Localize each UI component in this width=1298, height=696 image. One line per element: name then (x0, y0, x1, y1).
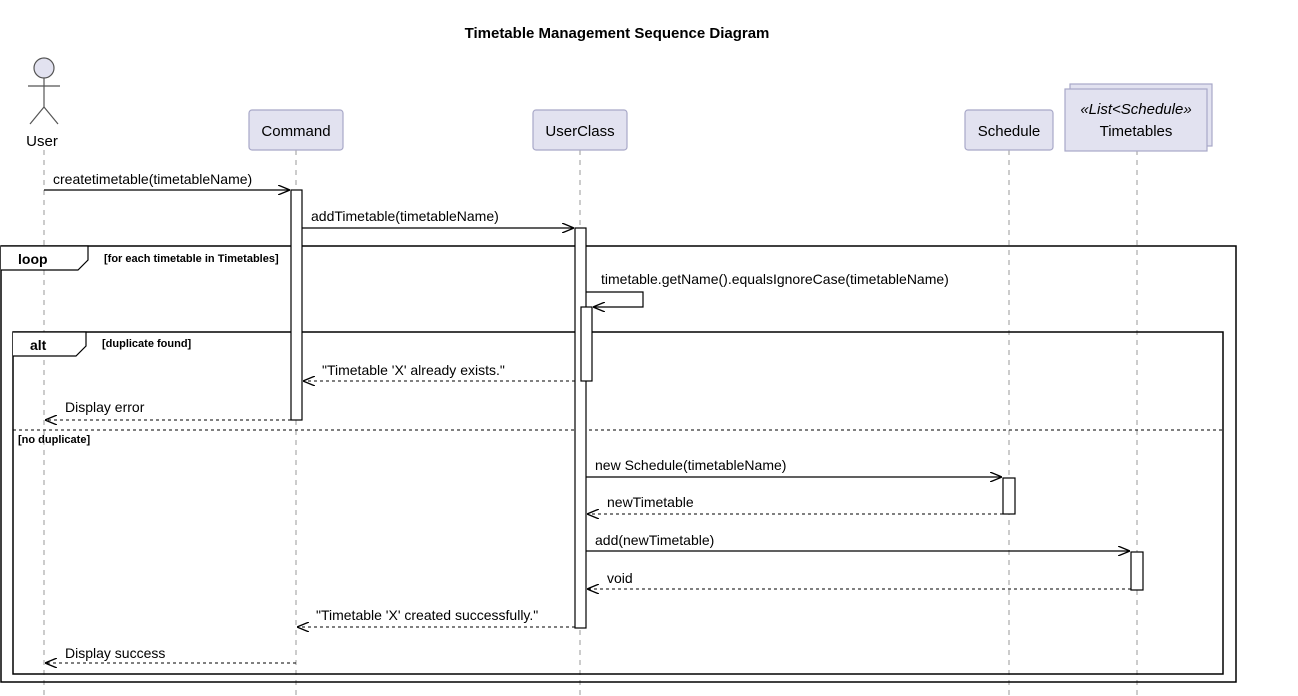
message-8-label: add(newTimetable) (595, 532, 714, 548)
message-9-label: void (607, 570, 633, 586)
participant-schedule-box (964, 109, 1054, 151)
participant-userclass-label: UserClass (545, 123, 614, 140)
alt-guard-no-duplicate: [no duplicate] (18, 434, 90, 446)
actor-right-leg-icon (43, 106, 59, 125)
participant-userclass[interactable]: UserClass (532, 109, 628, 151)
lifelines (43, 150, 1138, 696)
participant-command[interactable]: Command (248, 109, 344, 151)
participant-timetables[interactable]: «List<Schedule» Timetables (1064, 83, 1213, 152)
message-6-label: new Schedule(timetableName) (595, 457, 786, 473)
message-5-label: Display error (65, 399, 145, 415)
loop-frame-border (0, 245, 1237, 683)
message-3-label: timetable.getName().equalsIgnoreCase(tim… (601, 271, 949, 287)
alt-frame: alt [duplicate found] [no duplicate] (12, 331, 1224, 675)
participant-timetables-box (1064, 88, 1208, 152)
alt-frame-tab (13, 331, 87, 357)
participant-command-label: Command (261, 123, 330, 140)
participant-schedule[interactable]: Schedule (964, 109, 1054, 151)
message-7-label: newTimetable (607, 494, 694, 510)
message-10-label: "Timetable 'X' created successfully." (316, 607, 538, 623)
alt-guard-duplicate: [duplicate found] (102, 338, 192, 350)
loop-keyword: loop (18, 251, 48, 267)
message-1-label: createtimetable(timetableName) (53, 171, 252, 187)
loop-frame: loop [for each timetable in Timetables] (0, 245, 1237, 683)
alt-keyword: alt (30, 337, 47, 353)
message-3-arrow (586, 291, 644, 307)
message-4-label: "Timetable 'X' already exists." (322, 362, 505, 378)
activation-schedule (1002, 477, 1016, 515)
actor-left-leg-icon (29, 106, 45, 125)
activation-userclass (574, 227, 587, 629)
activation-timetables (1130, 551, 1144, 591)
message-2-label: addTimetable(timetableName) (311, 208, 499, 224)
participant-user[interactable]: User (26, 57, 60, 150)
participant-timetables-stereotype: «List<Schedule» (1080, 101, 1191, 118)
messages: createtimetable(timetableName) addTimeta… (44, 171, 1131, 663)
loop-frame-tab (1, 245, 89, 271)
alt-frame-border (12, 331, 1224, 675)
participant-user-label: User (26, 133, 58, 150)
activation-userclass-nested (580, 306, 593, 382)
participant-timetables-label: Timetables (1100, 123, 1173, 140)
participant-schedule-label: Schedule (978, 123, 1041, 140)
message-11-label: Display success (65, 645, 165, 661)
participant-userclass-box (532, 109, 628, 151)
participant-command-box (248, 109, 344, 151)
loop-guard: [for each timetable in Timetables] (104, 253, 279, 265)
activations (290, 189, 1144, 629)
activation-command (290, 189, 303, 421)
actor-head-icon (33, 57, 55, 79)
diagram-title: Timetable Management Sequence Diagram (465, 25, 770, 42)
